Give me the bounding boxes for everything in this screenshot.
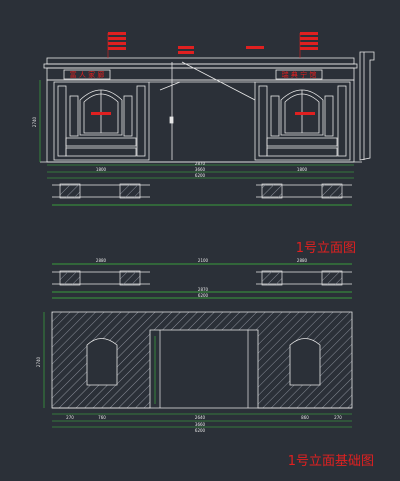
dim-plan-outer: 6200 — [198, 293, 209, 298]
cornice-molding — [43, 63, 358, 69]
foundation-title: 1号立面基础图 — [288, 454, 374, 469]
elevation-drawing — [40, 51, 375, 163]
foundation-drawing — [51, 311, 353, 409]
sign-text-left: 富 人 家 廊 — [70, 70, 105, 79]
dim-elev-right: 1800 — [297, 167, 308, 172]
plan-drawing — [52, 263, 352, 299]
dim-plan-right: 2880 — [297, 258, 308, 263]
dim-plan-total: 2870 — [198, 287, 209, 292]
dim-elev-left: 1800 — [96, 167, 107, 172]
dim-elev-height: 2740 — [32, 116, 37, 127]
plan-strip-top — [52, 183, 352, 206]
arch-window-right — [280, 89, 324, 136]
red-leaders — [107, 33, 301, 58]
side-profile — [359, 51, 375, 161]
dim-found-seg-2: 760 — [98, 415, 106, 420]
dim-elev-outer: 6200 — [195, 173, 206, 178]
elevation-title: 1号立面图 — [296, 241, 356, 256]
sign-panel-left — [63, 69, 111, 80]
elevation-dimensions — [39, 80, 354, 179]
dim-elev-total: 3660 — [195, 167, 206, 172]
dim-found-outer: 6200 — [195, 428, 206, 433]
cornice — [46, 57, 355, 65]
sign-text-right: 瑞 典 宁 馆 — [282, 70, 317, 79]
dim-elev-mid: 2870 — [195, 161, 206, 166]
foundation-opening-right — [289, 338, 321, 386]
dim-found-total: 3660 — [195, 422, 206, 427]
leader-line — [159, 81, 181, 91]
dim-found-seg-1: 270 — [66, 415, 74, 420]
dim-found-seg-3: 860 — [301, 415, 309, 420]
leader-line — [181, 61, 256, 101]
arch-window-left — [79, 89, 123, 136]
dim-found-mid: 2640 — [195, 415, 206, 420]
dim-plan-left: 2880 — [96, 258, 107, 263]
dim-plan-mid: 2100 — [198, 258, 209, 263]
dim-found-seg-4: 270 — [334, 415, 342, 420]
dim-found-height: 2740 — [36, 356, 41, 367]
left-bay — [53, 81, 150, 161]
wall-outline — [46, 79, 355, 163]
red-annotation-tags — [91, 32, 318, 115]
sign-panel-right — [275, 69, 323, 80]
right-bay — [254, 81, 351, 161]
foundation-dimensions — [43, 312, 352, 428]
foundation-opening-left — [86, 338, 118, 386]
